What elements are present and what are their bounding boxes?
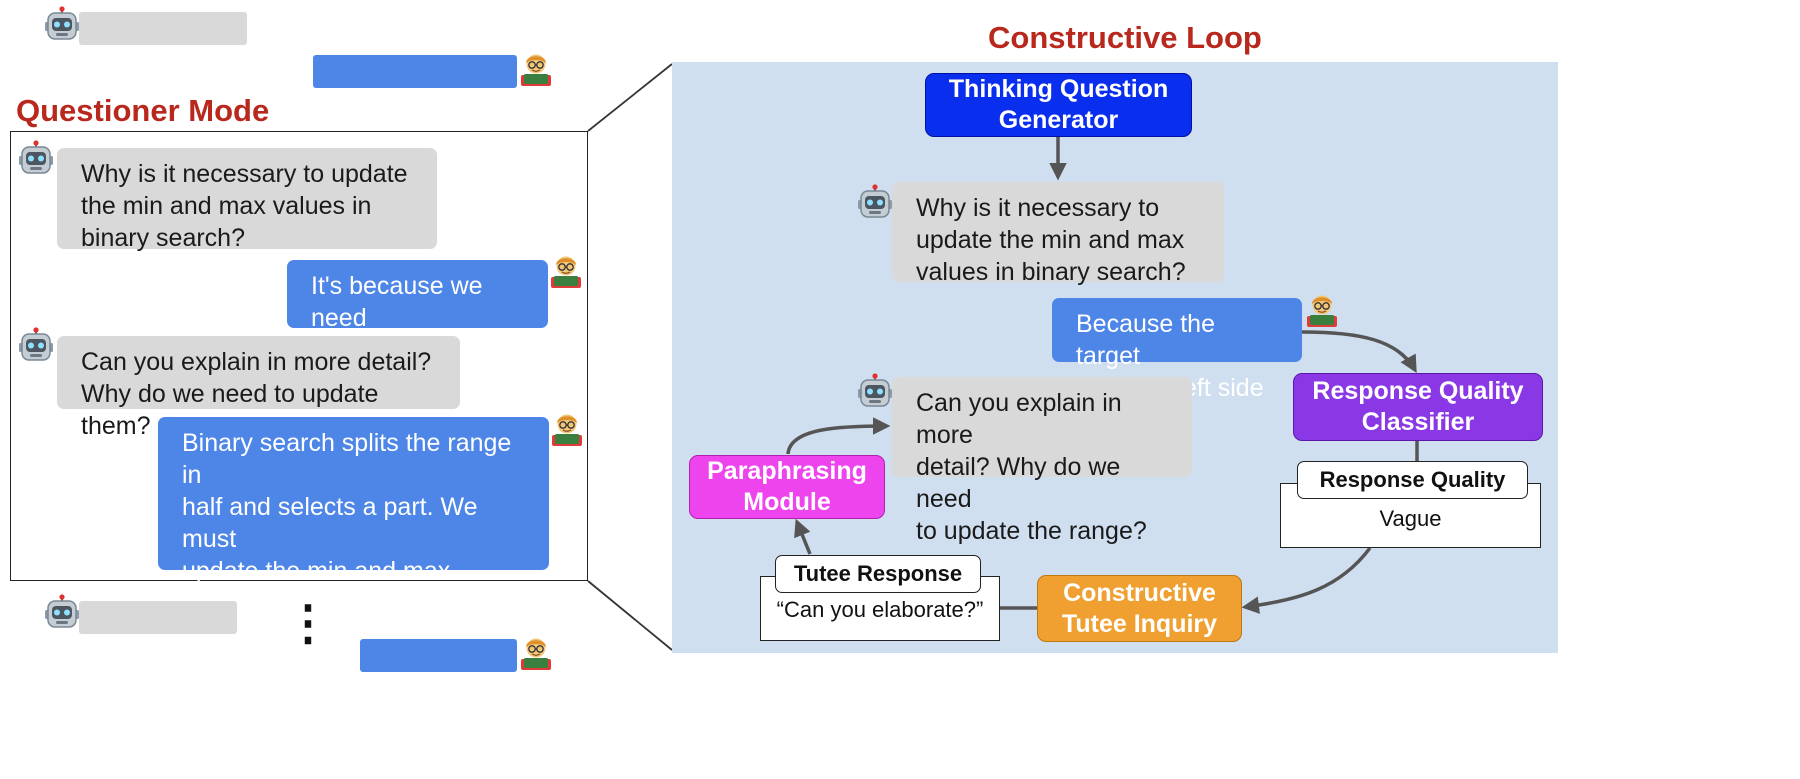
tutee-question-bubble: Why is it necessary to update the min an… (57, 148, 437, 252)
paraphrased-question-bubble: Can you explain in more detail? Why do w… (892, 377, 1192, 545)
response-quality-classifier: Response Quality Classifier (1293, 373, 1543, 441)
generated-question-bubble: Why is it necessary to update the min an… (892, 182, 1224, 286)
placeholder-bubble-blue (313, 55, 517, 88)
placeholder-bubble-gray (79, 601, 237, 634)
response-quality-label: Response Quality (1297, 461, 1528, 499)
questioner-mode-title: Questioner Mode (16, 93, 270, 128)
constructive-loop-title: Constructive Loop (988, 20, 1262, 55)
constructive-tutee-inquiry: Constructive Tutee Inquiry (1037, 575, 1242, 642)
tutor-explanation-bubble: Binary search splits the range in half a… (158, 417, 549, 713)
student-icon (1304, 291, 1340, 327)
thinking-question-generator: Thinking Question Generator (925, 73, 1192, 137)
tutee-response-value: “Can you elaborate?” (776, 597, 984, 622)
paraphrasing-module: Paraphrasing Module (689, 455, 885, 519)
tutor-response-bubble: Because the target is on the left side (1052, 298, 1302, 402)
response-quality-value: Vague (1379, 506, 1442, 531)
questioner-mode-frame (10, 131, 588, 581)
placeholder-bubble-blue (360, 639, 517, 672)
robot-icon (857, 373, 893, 409)
robot-icon (857, 184, 893, 220)
tutee-followup-bubble: Can you explain in more detail? Why do w… (57, 336, 460, 440)
ellipsis: ⋮ (284, 597, 332, 650)
placeholder-bubble-gray (79, 12, 247, 45)
tutee-response-label: Tutee Response (775, 555, 981, 593)
